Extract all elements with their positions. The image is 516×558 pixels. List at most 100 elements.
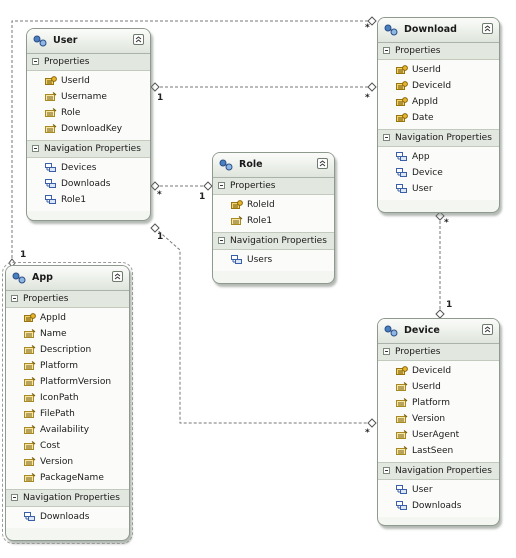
collapse-button[interactable] [112,271,123,282]
property-row[interactable]: PlatformVersion [6,374,129,390]
property-row[interactable]: Platform [378,395,499,411]
collapse-button[interactable] [482,324,493,335]
property-name: AppId [412,97,438,107]
navigation-property-row[interactable]: User [378,181,499,197]
entity-type-icon [384,325,398,337]
property-row[interactable]: DeviceId [378,78,499,94]
section-properties[interactable]: Properties [213,178,334,195]
collapse-section-icon[interactable] [383,134,390,141]
section-properties[interactable]: Properties [378,43,499,60]
chevron-up-icon [114,273,121,280]
collapse-section-icon[interactable] [32,58,39,65]
entity-header[interactable]: User [27,29,150,54]
property-row[interactable]: AppId [378,94,499,110]
property-row[interactable]: UserId [378,379,499,395]
section-label: Navigation Properties [44,144,141,154]
property-row[interactable]: Version [378,411,499,427]
assoc-end-diamond [150,181,160,191]
property-row[interactable]: Availability [6,422,129,438]
chevron-up-icon [484,326,491,333]
navigation-property-row[interactable]: Downloads [378,498,499,514]
property-name: Description [40,345,92,355]
property-row[interactable]: DeviceId [378,363,499,379]
entity-title: Download [404,24,457,35]
collapse-button[interactable] [133,34,144,45]
section-label: Navigation Properties [395,466,492,476]
collapse-section-icon[interactable] [218,237,225,244]
navigation-property-name: Device [412,168,443,178]
navigation-property-row[interactable]: User [378,482,499,498]
section-properties[interactable]: Properties [378,344,499,361]
property-row[interactable]: AppId [6,310,129,326]
property-row[interactable]: Description [6,342,129,358]
navigation-property-row[interactable]: Devices [27,160,150,176]
entity-header[interactable]: App [6,266,129,291]
property-name: UserId [61,76,90,86]
collapse-section-icon[interactable] [11,494,18,501]
property-icon [45,124,57,133]
entity-header[interactable]: Download [378,18,499,43]
collapse-section-icon[interactable] [383,467,390,474]
property-row[interactable]: LastSeen [378,443,499,459]
property-row[interactable]: IconPath [6,390,129,406]
property-name: Availability [40,425,90,435]
navigation-property-name: Downloads [40,512,90,522]
property-row[interactable]: PackageName [6,470,129,486]
section-label: Properties [395,347,441,357]
property-row[interactable]: DownloadKey [27,121,150,137]
navigation-property-row[interactable]: Downloads [6,509,129,525]
section-properties[interactable]: Properties [27,54,150,71]
navigation-list: Downloads [6,507,129,528]
property-row[interactable]: UserId [378,62,499,78]
property-row[interactable]: UserId [27,73,150,89]
property-row[interactable]: FilePath [6,406,129,422]
navigation-property-row[interactable]: Device [378,165,499,181]
navigation-property-row[interactable]: App [378,149,499,165]
property-row[interactable]: Date [378,110,499,126]
section-navigation[interactable]: Navigation Properties [213,232,334,250]
collapse-section-icon[interactable] [32,145,39,152]
property-name: UserId [412,382,441,392]
collapse-button[interactable] [482,23,493,34]
section-navigation[interactable]: Navigation Properties [378,129,499,147]
entity-header[interactable]: Device [378,319,499,344]
entity-title: Role [239,159,263,170]
entity-header[interactable]: Role [213,153,334,178]
property-row[interactable]: Cost [6,438,129,454]
multiplicity-label: * [365,93,370,103]
section-navigation[interactable]: Navigation Properties [27,140,150,158]
navigation-property-icon [396,168,407,177]
navigation-property-name: Devices [61,163,97,173]
collapse-section-icon[interactable] [218,182,225,189]
property-icon [24,425,36,434]
navigation-property-row[interactable]: Role1 [27,192,150,208]
property-name: Version [40,457,74,467]
property-row[interactable]: Role1 [213,213,334,229]
navigation-property-row[interactable]: Users [213,252,334,268]
collapse-section-icon[interactable] [383,47,390,54]
property-name: DeviceId [412,366,452,376]
section-navigation[interactable]: Navigation Properties [378,462,499,480]
collapse-button[interactable] [317,158,328,169]
assoc-app-download [11,20,372,263]
property-row[interactable]: Username [27,89,150,105]
section-properties[interactable]: Properties [6,291,129,308]
property-row[interactable]: UserAgent [378,427,499,443]
collapse-section-icon[interactable] [383,348,390,355]
property-row[interactable]: Name [6,326,129,342]
key-property-icon [396,113,408,122]
property-row[interactable]: RoleId [213,197,334,213]
collapse-section-icon[interactable] [11,295,18,302]
section-navigation[interactable]: Navigation Properties [6,489,129,507]
key-property-icon [396,65,408,74]
property-row[interactable]: Role [27,105,150,121]
navigation-property-name: Users [247,255,273,265]
navigation-property-row[interactable]: Downloads [27,176,150,192]
property-row[interactable]: Version [6,454,129,470]
property-row[interactable]: Platform [6,358,129,374]
